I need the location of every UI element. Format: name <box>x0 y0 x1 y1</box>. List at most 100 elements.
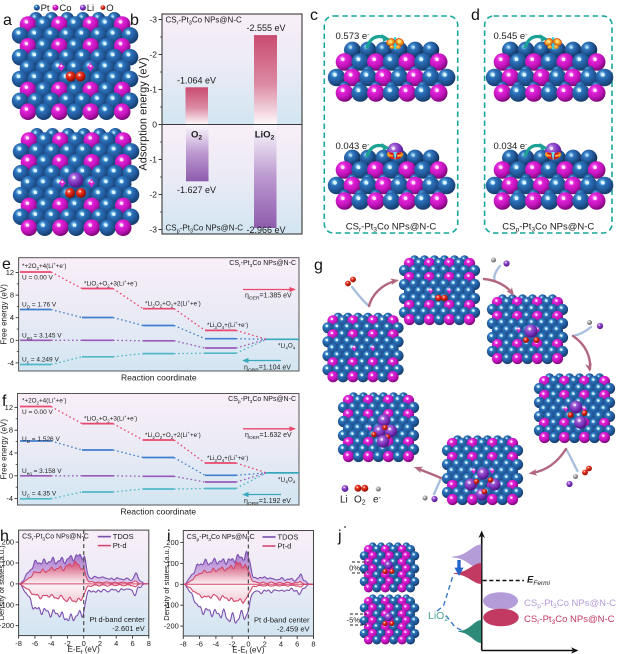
svg-text:-6: -6 <box>196 640 203 649</box>
svg-text:CSp​-Pt3​Co NPs@N-C: CSp​-Pt3​Co NPs@N-C <box>166 224 244 235</box>
svg-text:*+2O2​+4(Li+​+e-​): *+2O2​+4(Li+​+e-​) <box>22 396 67 406</box>
svg-text:O2​: O2​ <box>354 495 366 507</box>
svg-text:4: 4 <box>9 449 13 458</box>
svg-text:-2.601 eV: -2.601 eV <box>112 624 145 633</box>
svg-text:ηOER​=1.385 eV: ηOER​=1.385 eV <box>245 293 292 302</box>
svg-text:CSr​-Pt3​Co NPs@N-C: CSr​-Pt3​Co NPs@N-C <box>22 534 89 543</box>
svg-text:U = 0.00 V: U = 0.00 V <box>22 275 54 282</box>
svg-text:b: b <box>130 12 139 29</box>
svg-text:*Li2​O2​+O2​+2(Li+​+e-​): *Li2​O2​+O2​+2(Li+​+e-​) <box>145 431 201 441</box>
svg-text:Pt: Pt <box>41 3 50 14</box>
svg-text:8: 8 <box>311 640 315 649</box>
svg-text:TDOS: TDOS <box>278 533 299 542</box>
svg-text:j: j <box>337 528 342 545</box>
svg-text:Ueq​ = 3.145 V: Ueq​ = 3.145 V <box>22 332 62 340</box>
svg-text:ηORR​=1.192 eV: ηORR​=1.192 eV <box>244 498 291 507</box>
svg-text:0: 0 <box>246 640 250 649</box>
svg-text:0: 0 <box>10 336 14 345</box>
svg-text:*LiO2​+O2​+3(Li+​+e-​): *LiO2​+O2​+3(Li+​+e-​) <box>84 279 137 289</box>
svg-text:ηOER​=1.632 eV: ηOER​=1.632 eV <box>245 432 292 441</box>
svg-text:*LiO2​+O2​+3(Li+​+e-​): *LiO2​+O2​+3(Li+​+e-​) <box>84 414 137 424</box>
svg-text:8: 8 <box>10 291 14 300</box>
svg-text:Reaction coordinate: Reaction coordinate <box>120 507 196 517</box>
svg-text:2: 2 <box>98 639 102 648</box>
svg-text:Density of states (a.u.): Density of states (a.u.) <box>162 545 171 621</box>
svg-text:O: O <box>106 3 113 14</box>
svg-text:-4: -4 <box>213 640 220 649</box>
svg-text:e: e <box>2 256 11 273</box>
svg-text:*Li3​O4​+(Li+​+e-​): *Li3​O4​+(Li+​+e-​) <box>207 321 248 331</box>
svg-text:8: 8 <box>9 426 13 435</box>
svg-text:*+2O2​+4(Li+​+e-​): *+2O2​+4(Li+​+e-​) <box>22 262 67 272</box>
svg-text:-8: -8 <box>180 640 187 649</box>
svg-text:2: 2 <box>263 640 267 649</box>
svg-text:Density of states (a.u.): Density of states (a.u.) <box>0 545 6 621</box>
svg-text:*Li2​O2​+O2​+2(Li+​+e-​): *Li2​O2​+O2​+2(Li+​+e-​) <box>145 299 201 309</box>
svg-text:100: 100 <box>2 559 15 568</box>
svg-text:Pt-d: Pt-d <box>278 542 292 551</box>
svg-text:i: i <box>167 528 171 545</box>
svg-text:-4: -4 <box>6 494 13 503</box>
svg-text:12: 12 <box>6 268 14 277</box>
svg-text:-2.459 eV: -2.459 eV <box>277 625 310 634</box>
svg-text:-3: -3 <box>149 15 157 25</box>
svg-text:-100: -100 <box>164 601 179 610</box>
svg-text:CSp​-Pt3​Co NPs@N-C: CSp​-Pt3​Co NPs@N-C <box>524 598 616 610</box>
svg-text:h: h <box>0 528 9 545</box>
svg-text:e-​: e-​ <box>373 495 382 506</box>
svg-text:-1.064 eV: -1.064 eV <box>177 76 216 86</box>
svg-text:-1: -1 <box>149 85 157 95</box>
svg-text:0.034 e-​: 0.034 e-​ <box>494 141 528 152</box>
svg-text:ηORR​=1.104 eV: ηORR​=1.104 eV <box>244 365 291 374</box>
svg-text:6: 6 <box>130 639 134 648</box>
svg-text:200: 200 <box>166 538 179 547</box>
svg-text:LiO2​: LiO2​ <box>255 130 275 142</box>
svg-text:-4: -4 <box>7 358 14 367</box>
svg-text:CSr​-Pt3​Co NPs@N-C: CSr​-Pt3​Co NPs@N-C <box>346 222 437 234</box>
svg-text:-1: -1 <box>149 155 157 165</box>
svg-text:a: a <box>3 12 12 29</box>
svg-text:-100: -100 <box>0 600 14 609</box>
svg-text:f: f <box>2 393 7 410</box>
svg-text:LiO2​: LiO2​ <box>428 610 448 623</box>
svg-text:-5%: -5% <box>347 616 361 625</box>
svg-text:-2: -2 <box>149 50 157 60</box>
svg-text:Free energy (eV): Free energy (eV) <box>0 284 9 345</box>
svg-text:-6: -6 <box>32 639 39 648</box>
svg-text:d: d <box>471 7 480 24</box>
svg-text:-2.966 eV: -2.966 eV <box>246 225 285 235</box>
svg-text:4: 4 <box>114 639 118 648</box>
svg-text:-4: -4 <box>48 639 55 648</box>
svg-text:0: 0 <box>82 639 86 648</box>
svg-text:Ueq​ = 3.158 V: Ueq​ = 3.158 V <box>22 468 62 476</box>
svg-text:0: 0 <box>9 471 13 480</box>
svg-text:UD​ = 1.76 V: UD​ = 1.76 V <box>22 302 57 310</box>
svg-text:Pt-d: Pt-d <box>113 541 127 550</box>
svg-text:CSp​-Pt3​Co NPs@N-C: CSp​-Pt3​Co NPs@N-C <box>502 222 594 234</box>
svg-text:Li: Li <box>87 3 94 14</box>
svg-text:UD​ = 1.526 V: UD​ = 1.526 V <box>22 436 60 444</box>
svg-text:Reaction coordinate: Reaction coordinate <box>121 373 197 383</box>
svg-text:EFermi: EFermi <box>527 575 551 588</box>
svg-text:CSp​-Pt3​Co NPs@N-C: CSp​-Pt3​Co NPs@N-C <box>228 396 296 405</box>
svg-text:Pt d-band center: Pt d-band center <box>89 615 145 624</box>
svg-text:CSr​-Pt3​Co NPs@N-C: CSr​-Pt3​Co NPs@N-C <box>166 16 242 27</box>
svg-text:Adsorption energy (eV): Adsorption energy (eV) <box>138 57 150 170</box>
svg-text:6: 6 <box>295 640 299 649</box>
svg-text:12: 12 <box>5 403 13 412</box>
svg-text:Li: Li <box>340 495 348 506</box>
svg-text:*Li4​O4​: *Li4​O4​ <box>278 343 296 351</box>
svg-text:0.573 e-​: 0.573 e-​ <box>336 31 370 42</box>
svg-text:CSr​-Pt3​Co NPs@N-C: CSr​-Pt3​Co NPs@N-C <box>524 614 615 626</box>
svg-text:-8: -8 <box>15 639 22 648</box>
svg-text:-2.555 eV: -2.555 eV <box>246 23 285 33</box>
svg-text:-2: -2 <box>64 639 71 648</box>
svg-text:4: 4 <box>279 640 283 649</box>
svg-text:Uc​ = 4.249 V: Uc​ = 4.249 V <box>22 357 59 365</box>
svg-text:UC​ = 4.35 V: UC​ = 4.35 V <box>22 491 57 499</box>
svg-text:-200: -200 <box>164 622 179 631</box>
svg-text:O2​: O2​ <box>191 130 202 142</box>
svg-text:Co: Co <box>59 3 71 14</box>
svg-text:*Li3​O4​+(Li+​+e-​): *Li3​O4​+(Li+​+e-​) <box>207 453 248 463</box>
svg-text:c: c <box>310 7 318 24</box>
